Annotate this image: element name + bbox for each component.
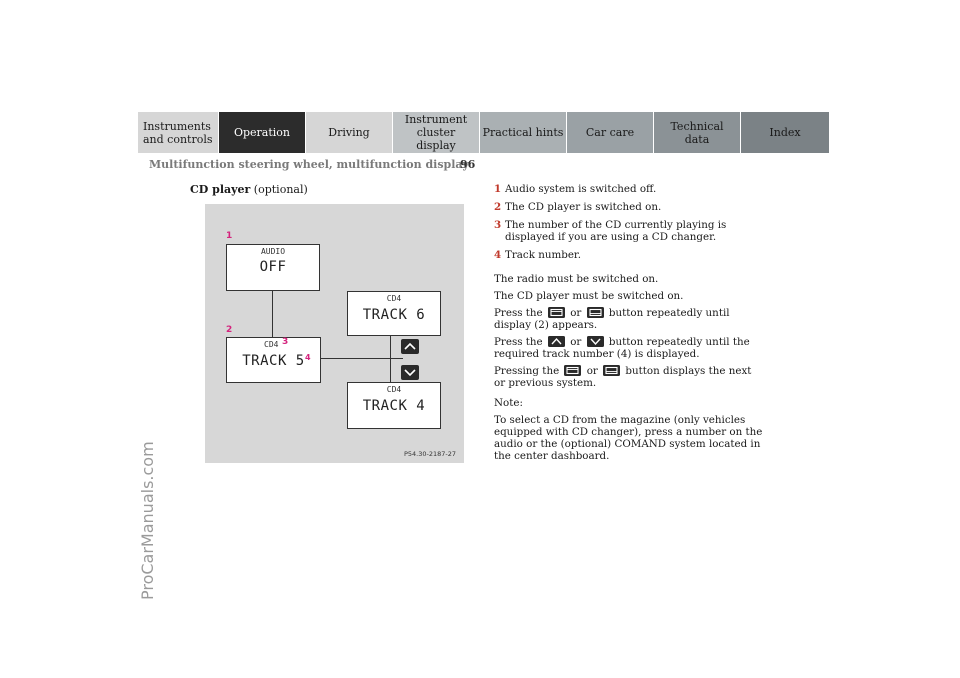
paragraph-radio-on: The radio must be switched on. — [494, 273, 659, 285]
display-current-cd: CD4 — [264, 340, 279, 349]
display-audio-label: AUDIO — [260, 247, 286, 256]
display-page-button-icon — [603, 365, 621, 376]
tab-driving[interactable]: Driving — [306, 112, 392, 153]
note-text: To select a CD from the magazine (only v… — [494, 414, 763, 462]
callout-1: 1 — [226, 231, 233, 241]
paragraph-next-system: Pressing the or button displays the next… — [494, 365, 752, 389]
tab-index[interactable]: Index — [741, 112, 829, 153]
page-header-title: Multifunction steering wheel, multifunct… — [149, 158, 469, 171]
display-audio-value: OFF — [259, 259, 287, 275]
paragraph-press-track: Press the or button repeatedly until the… — [494, 336, 750, 360]
display-page-button-icon — [586, 307, 604, 318]
paragraph-cd-on: The CD player must be switched on. — [494, 290, 684, 302]
chevron-down-button-icon — [586, 336, 604, 347]
display-current-track: TRACK 5 — [242, 353, 305, 369]
tab-instruments-and-controls[interactable]: Instruments and controls — [138, 112, 218, 153]
page-number: 96 — [460, 158, 476, 171]
sidebar-watermark: ProCarManuals.com — [138, 441, 157, 600]
chevron-down-icon — [404, 369, 416, 377]
cd-player-diagram: 1 AUDIO OFF CD4 TRACK 6 2 CD4 TRACK 5 3 … — [205, 204, 464, 463]
tab-operation[interactable]: Operation — [219, 112, 305, 153]
tab-car-care[interactable]: Car care — [567, 112, 653, 153]
track-up-button — [401, 339, 419, 354]
display-track-prev: CD4 TRACK 4 — [347, 382, 441, 429]
tab-technical-data[interactable]: Technical data — [654, 112, 740, 153]
figure-code: P54.30-2187-27 — [403, 450, 456, 458]
display-next-track: TRACK 6 — [362, 307, 426, 323]
paragraph-press-system: Press the or button repeatedly until dis… — [494, 307, 730, 331]
callout-2: 2 — [226, 325, 233, 335]
display-track-next: CD4 TRACK 6 — [347, 291, 441, 336]
connector-up — [390, 336, 392, 358]
chevron-up-button-icon — [547, 336, 565, 347]
chevron-up-icon — [404, 342, 416, 350]
connector-horizontal — [321, 358, 403, 360]
note-label: Note: — [494, 397, 523, 409]
display-track-current: CD4 TRACK 5 — [226, 337, 321, 383]
display-prev-track: TRACK 4 — [362, 398, 426, 414]
track-down-button — [401, 365, 419, 380]
display-page-button-icon — [547, 307, 565, 318]
callout-3: 3 — [282, 337, 289, 347]
tab-instrument-cluster-display[interactable]: Instrument cluster display — [393, 112, 479, 153]
connector-vertical — [272, 290, 274, 338]
connector-down — [390, 358, 392, 382]
display-audio-off: AUDIO OFF — [226, 244, 320, 291]
callout-4: 4 — [305, 353, 311, 362]
tab-practical-hints[interactable]: Practical hints — [480, 112, 566, 153]
section-title: CD player (optional) — [190, 183, 308, 196]
display-page-button-icon — [564, 365, 582, 376]
display-next-cd: CD4 — [386, 294, 402, 303]
display-prev-cd: CD4 — [386, 385, 402, 394]
